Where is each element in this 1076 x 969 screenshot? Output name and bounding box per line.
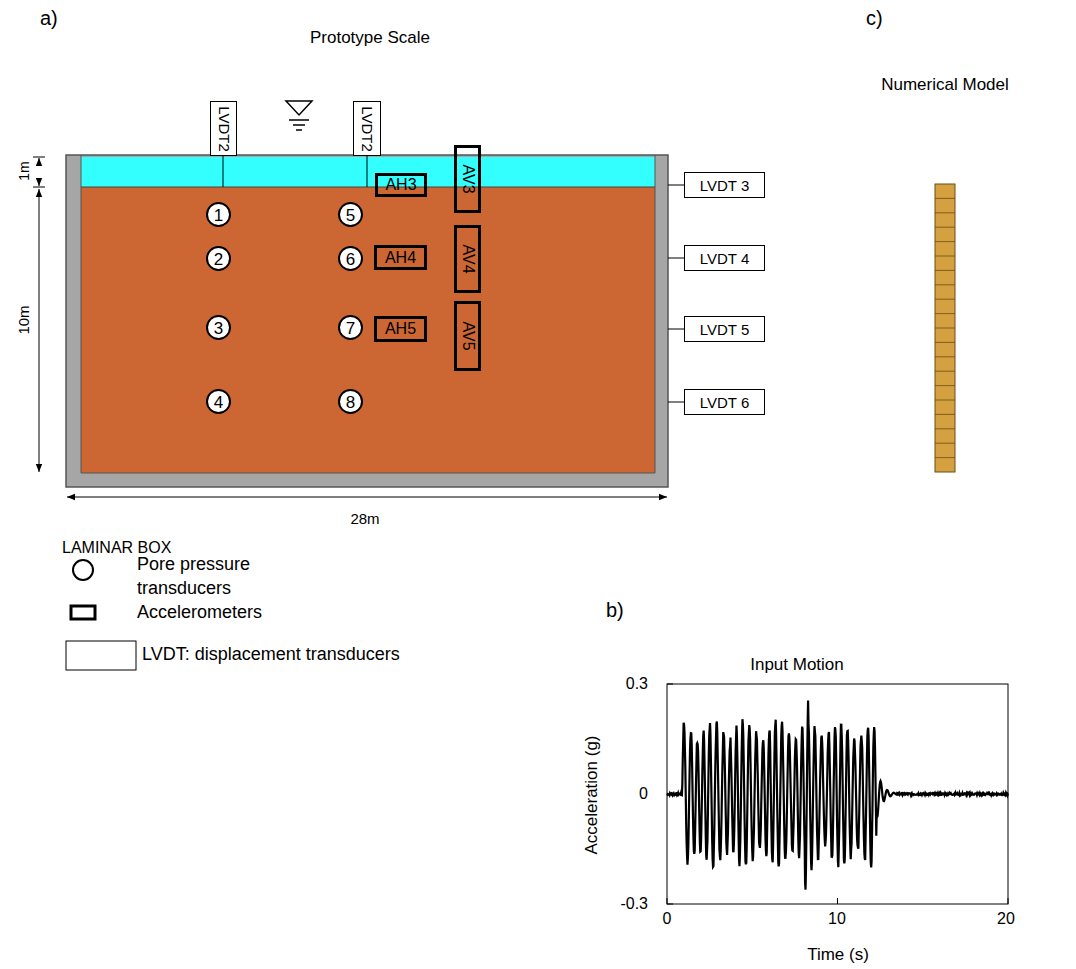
node-label: 8 [346,393,355,410]
water-table-symbol [293,124,305,126]
pore-pressure-transducer: 4 [206,389,231,414]
laminar-box [66,155,668,487]
legend-text: Pore pressure transducers [137,552,267,601]
node-label: LVDT2 [216,106,231,152]
node-label: 2 [214,250,223,267]
node-label: 5 [346,206,355,223]
lvdt-rod [367,156,368,187]
node-label: LVDT 4 [700,251,749,266]
lvdt-rod [668,329,684,330]
diagram-label: a) [40,7,58,30]
lvdt-rod [223,156,224,187]
water-table-symbol [286,101,312,115]
accelerometer: AV4 [454,225,481,293]
node-label: AV3 [460,164,476,193]
node-label: 1 [214,206,223,223]
pore-pressure-transducer: 5 [338,202,363,227]
lvdt-rod [668,258,684,259]
diagram-label: 0 [663,910,672,928]
legend-rect [71,606,95,619]
node-label: AV5 [460,321,476,350]
node-label: 4 [214,393,223,410]
node-label: LVDT 6 [700,395,749,410]
pore-pressure-transducer: 1 [206,202,231,227]
node-label: 7 [346,319,355,336]
water-layer [81,157,655,187]
node-label: LVDT 3 [700,178,749,193]
wall-edge [655,155,656,473]
accelerometer: AH4 [374,245,427,270]
diagram-label: b) [606,599,624,622]
pore-pressure-transducer: 8 [338,389,363,414]
node-label: LVDT 5 [700,322,749,337]
diagram-label: 0 [639,785,648,803]
node-label: AH5 [385,321,416,337]
pore-pressure-transducer: 6 [338,246,363,271]
accelerometer: AH5 [374,316,427,342]
water-table-symbol [289,119,309,121]
lvdt-box: LVDT 6 [684,389,765,415]
pore-pressure-transducer: 2 [206,246,231,271]
lvdt-box: LVDT 3 [684,172,765,198]
legend-text: LVDT: displacement transducers [142,642,400,666]
diagram-label: Time (s) [807,945,869,965]
soil-layer [81,187,655,473]
dimension-line [39,158,40,164]
diagram-label: 28m [350,510,379,527]
diagram-label: -0.3 [620,895,648,913]
legend-circle [73,560,93,580]
diagram-label: 10 [828,910,846,928]
base-edge [81,473,655,474]
diagram-label: Acceleration (g) [582,735,602,854]
lvdt-box: LVDT 4 [684,245,765,271]
diagram-label: 0.3 [626,675,648,693]
pore-pressure-transducer: 3 [206,315,231,340]
diagram-label: Numerical Model [881,75,1009,95]
node-label: LVDT2 [360,106,375,152]
diagram-label: 1m [16,161,32,180]
soil-surface [81,187,655,188]
dimension-tick [33,157,45,158]
lvdt-rod [668,402,684,403]
diagram-label: Input Motion [750,655,844,675]
dimension-line [39,189,40,472]
soil-column [935,184,955,472]
input-motion-plot [667,684,1008,904]
lvdt-box: LVDT 5 [684,316,765,342]
lvdt-rod [668,185,684,186]
accelerometer: AV5 [454,301,481,371]
diagram-label: 10m [15,305,32,334]
node-label: 3 [214,319,223,336]
node-label: AH4 [385,250,416,266]
dimension-line [39,180,40,186]
legend-text: Accelerometers [137,600,262,624]
accelerometer: AH3 [375,173,427,197]
accelerometer: AV3 [454,145,481,213]
dimension-tick [33,187,45,188]
dimension-line [67,497,667,498]
diagram-label: c) [866,7,883,30]
water-table-symbol [296,129,302,131]
diagram-label: 20 [997,910,1015,928]
wall-edge [81,155,82,473]
node-label: AH3 [385,177,416,193]
legend-box [66,641,136,670]
lvdt-box: LVDT2 [210,101,237,156]
diagram-label: Prototype Scale [310,28,430,48]
node-label: AV4 [460,244,476,273]
pore-pressure-transducer: 7 [338,315,363,340]
node-label: 6 [346,250,355,267]
lvdt-box: LVDT2 [353,101,381,156]
